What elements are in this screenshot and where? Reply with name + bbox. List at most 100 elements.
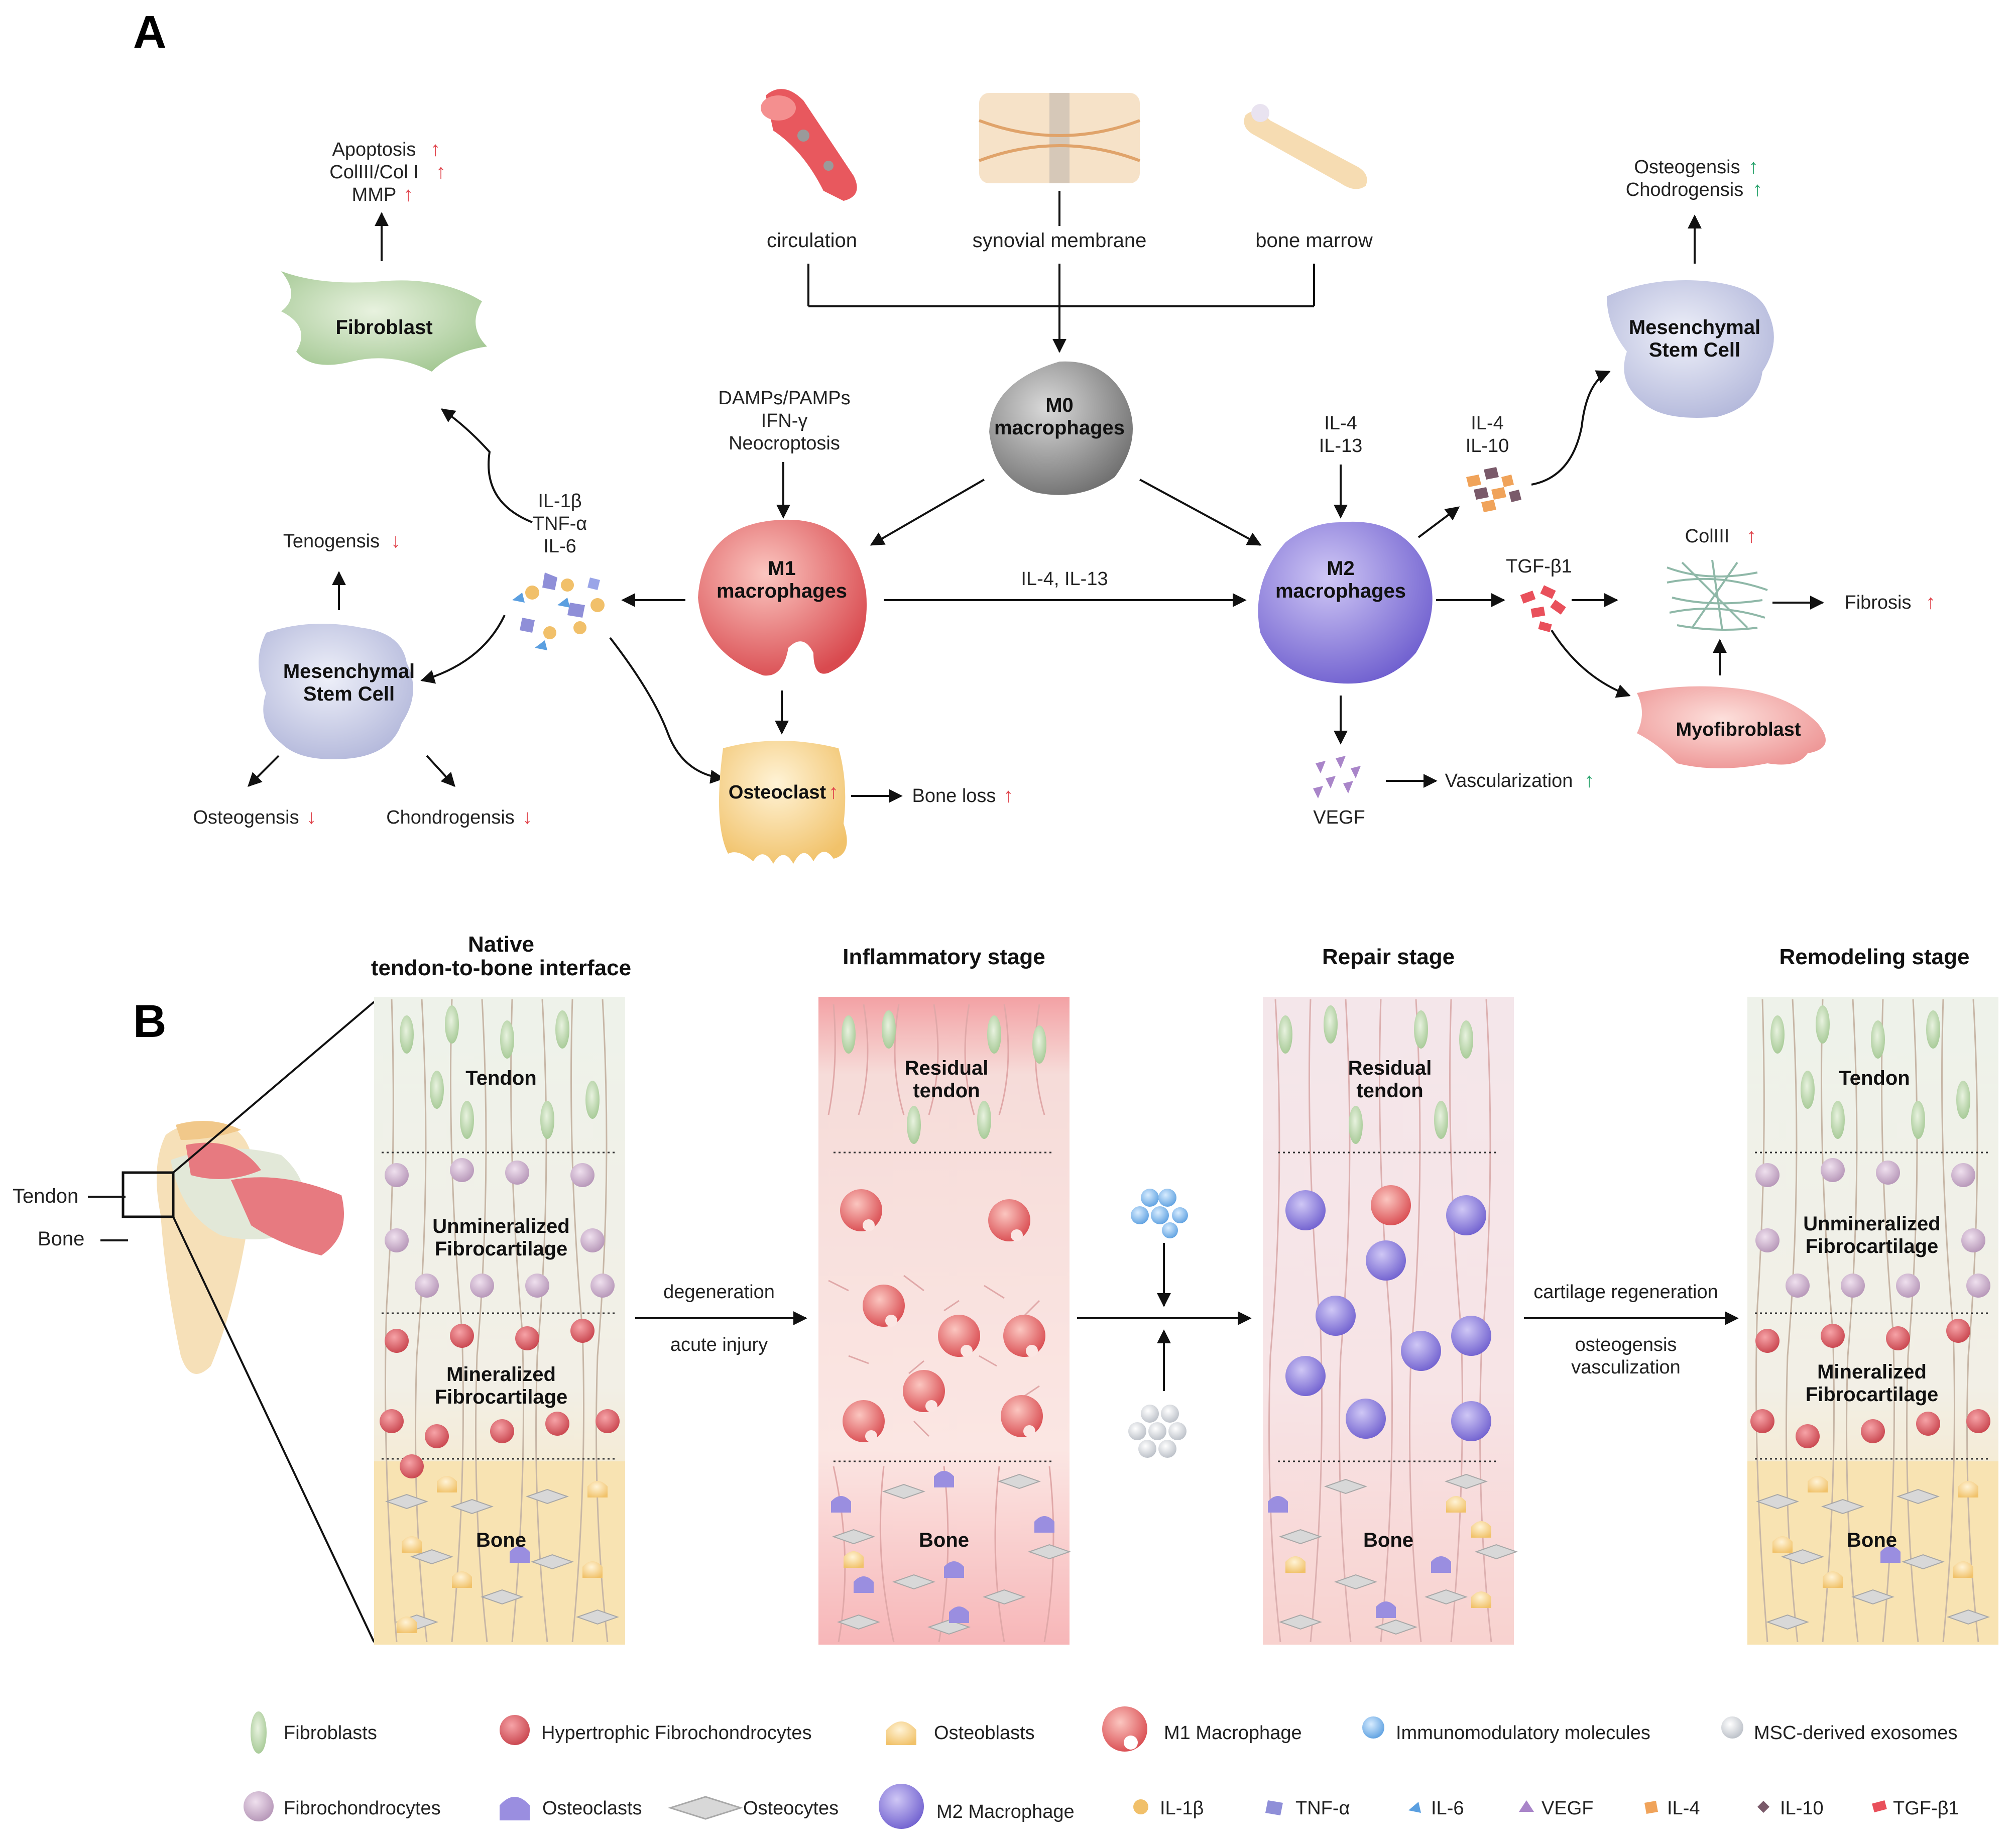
legend-row2-8: IL-4 [1667,1798,1700,1819]
legend-row1-4: Immunomodulatory molecules [1396,1722,1650,1744]
m0-macrophage-cell: M0 macrophages [989,361,1133,495]
m2-line2: macrophages [1275,580,1406,602]
legend-osteoblast-icon [886,1721,916,1745]
legend-il10-icon [1757,1801,1769,1813]
legend-row2-6: IL-6 [1431,1798,1464,1819]
legend-row2-9: IL-10 [1780,1798,1824,1819]
myofibroblast-cell: Myofibroblast [1637,686,1826,768]
vegf-cluster [1313,756,1361,798]
legend-row2-4: IL-1β [1160,1798,1204,1819]
msc-right-chondrogenesis-label: Chodrogensis [1626,179,1743,200]
tgf-label: TGF-β1 [1506,556,1572,577]
vegf-label: VEGF [1313,807,1365,828]
zoom-line-top [172,1001,375,1174]
col-native-title-1: Native [468,932,534,957]
bone-marrow-illustration [1244,104,1367,189]
synovial-membrane-illustration [978,93,1141,183]
arrow-m2-to-il4-il10 [1417,506,1460,538]
m1-cytokine-0: IL-1β [538,491,581,512]
col3-fiber-bundle [1667,559,1768,631]
legend-il1b-icon [1133,1799,1148,1814]
legend-row1-5: MSC-derived exosomes [1754,1722,1957,1744]
source-synovial-label: synovial membrane [973,229,1147,252]
legend-il6-icon [1408,1802,1421,1813]
legend-immunomodulatory-icon [1362,1716,1384,1739]
col-inflammatory-fibers [827,1004,1054,1643]
legend-row2-5: TNF-α [1295,1798,1350,1819]
col3-label: ColIII [1685,526,1730,547]
vascularization-up-arrow: ↑ [1584,769,1594,791]
col-repair-title: Repair stage [1322,945,1455,969]
col-repair-residual-1: Residual [1348,1057,1432,1079]
col-inflammatory-residual-1: Residual [905,1057,989,1079]
fibroblast-effect-0: Apoptosis [332,139,416,160]
msc-left-osteogenesis-arrow: ↓ [306,806,316,828]
legend-row2-3: M2 Macrophage [936,1801,1075,1822]
legend-osteocyte-icon [667,1796,744,1820]
msc-left-chondrogenesis-arrow: ↓ [522,806,532,828]
immunomodulatory-molecule-cluster [1131,1189,1188,1238]
msc-left-osteogenesis-label: Osteogensis [193,807,299,828]
legend-row2-10: TGF-β1 [1893,1798,1959,1819]
col-remodeling-mineralized-1: Mineralized [1817,1361,1927,1383]
panel-a-letter: A [133,7,166,58]
legend-row2-7: VEGF [1541,1798,1593,1819]
osteoclast-up-arrow: ↑ [828,781,839,803]
col-native-bone-label: Bone [476,1529,526,1551]
msc-right-osteogenesis-label: Osteogensis [1634,157,1740,178]
zoom-line-bottom [172,1216,375,1643]
col-remodeling-tendon-label: Tendon [1839,1067,1910,1089]
m2-stimulus-1: IL-13 [1319,435,1363,456]
fibroblast-up-arrow-1: ↑ [436,161,446,183]
msc-right-line2: Stem Cell [1649,339,1740,361]
col-remodeling-title: Remodeling stage [1780,945,1970,969]
tenogenesis-label: Tenogensis [283,531,380,552]
m1-stimulus-1: IFN-γ [761,410,808,431]
legend-row1-0: Fibroblasts [284,1722,377,1744]
col-repair-residual-2: tendon [1356,1080,1423,1102]
legend-row2-2: Osteocytes [743,1798,839,1819]
legend-vegf-icon [1519,1800,1534,1812]
legend-hypertrophic-fibrochondrocyte-icon [500,1715,530,1745]
transition3-top: cartilage regeneration [1533,1282,1718,1303]
m1-stimulus-2: Neocroptosis [729,433,840,454]
col-inflammatory-residual-2: tendon [913,1080,980,1102]
col-remodeling-mineralized-2: Fibrocartilage [1806,1384,1939,1406]
col-native-tendon-label: Tendon [465,1067,536,1089]
arrow-msc-to-chondrogenesis [426,755,455,787]
m2-line1: M2 [1327,557,1355,580]
m1-stimulus-0: DAMPs/PAMPs [718,388,850,409]
m1-cytokine-1: TNF-α [533,513,587,534]
msc-left-chondrogenesis-label: Chondrogensis [386,807,515,828]
m1-line1: M1 [768,557,796,580]
arrow-tgf-to-myofibroblast [1551,629,1631,698]
osteoclast-label: Osteoclast [729,782,826,803]
tenogenesis-down-arrow: ↓ [391,530,401,552]
fibroblast-up-arrow-2: ↑ [403,183,413,205]
m2-cytokine-1: IL-10 [1466,435,1509,456]
m1-macrophage-cell: M1 macrophages [698,519,867,676]
m2-cytokine-0: IL-4 [1471,413,1503,434]
col-inflammatory-bone-label: Bone [919,1529,969,1551]
col3-up-arrow: ↑ [1746,525,1756,547]
col-repair-bone-label: Bone [1363,1529,1413,1551]
arrow-cytokines-to-msc [420,615,506,684]
legend-il4-icon [1644,1801,1658,1814]
legend-fibrochondrocyte-icon [244,1791,274,1821]
shoulder-tendon-label: Tendon [13,1185,78,1207]
msc-left-line2: Stem Cell [303,683,395,705]
fibroblast-effect-1: ColIII/Col I [329,162,418,183]
myofibroblast-label: Myofibroblast [1676,719,1801,740]
arrow-cytokines-to-osteoclast [609,637,725,784]
tgf-cluster [1520,585,1566,632]
m2-stimulus-0: IL-4 [1324,413,1357,434]
legend-tgfb1-icon [1872,1800,1887,1813]
transition3-bottom1: osteogensis [1575,1334,1677,1355]
sources-converge-lines [807,191,1315,353]
msc-left-line1: Mesenchymal [283,660,415,682]
shoulder-illustration [157,1121,344,1374]
m1-cytokine-2: IL-6 [543,536,576,557]
transition1-top: degeneration [663,1282,775,1303]
bone-loss-up-arrow: ↑ [1003,784,1013,807]
